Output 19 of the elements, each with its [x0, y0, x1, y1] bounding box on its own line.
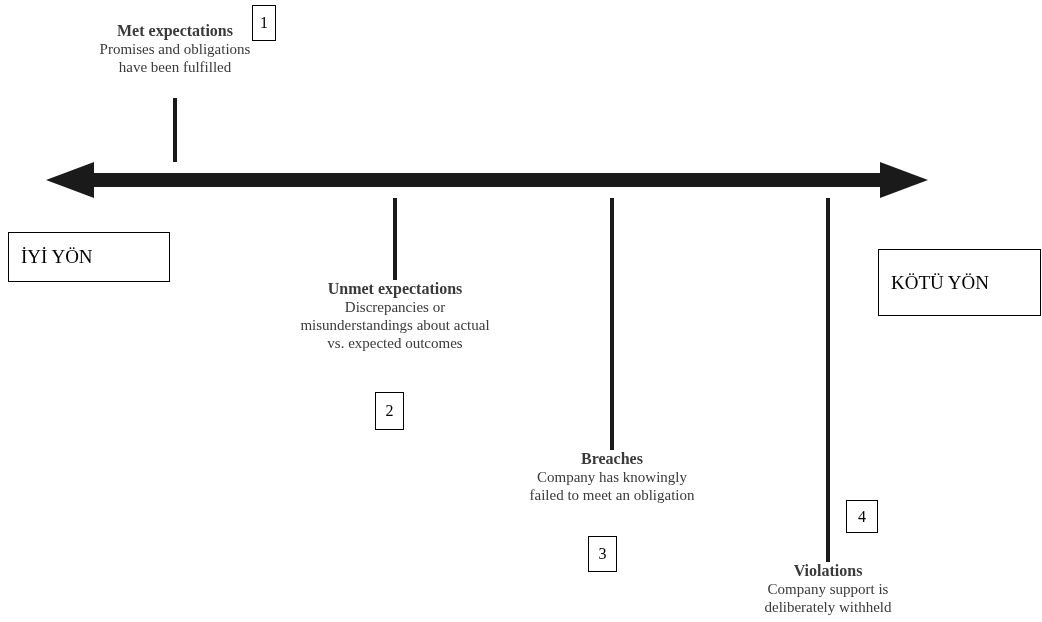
callout-number: 3 — [588, 536, 617, 572]
callout-heading: Violations — [792, 562, 864, 580]
callout-description: Company support is deliberately withheld — [763, 580, 893, 616]
callout-description: Discrepancies or misunderstandings about actual vs. expected outcomes — [300, 298, 490, 352]
leader-line — [173, 98, 177, 162]
leader-line — [610, 198, 614, 450]
callout-number: 4 — [846, 500, 878, 533]
callout-description: Company has knowingly failed to meet an obligation — [528, 468, 696, 504]
direction-label: İYİ YÖN — [8, 232, 170, 282]
callout-description: Promises and obligations have been fulfilled — [98, 40, 252, 76]
leader-line — [826, 198, 830, 562]
scale-arrow — [46, 162, 928, 198]
callout-number: 1 — [252, 5, 276, 41]
direction-label: KÖTÜ YÖN — [878, 249, 1041, 316]
callout-number: 2 — [375, 392, 404, 430]
leader-line — [393, 198, 397, 280]
callout-heading: Unmet expectations — [326, 280, 464, 298]
callout-heading: Breaches — [580, 450, 644, 468]
callout-heading: Met expectations — [116, 22, 234, 40]
